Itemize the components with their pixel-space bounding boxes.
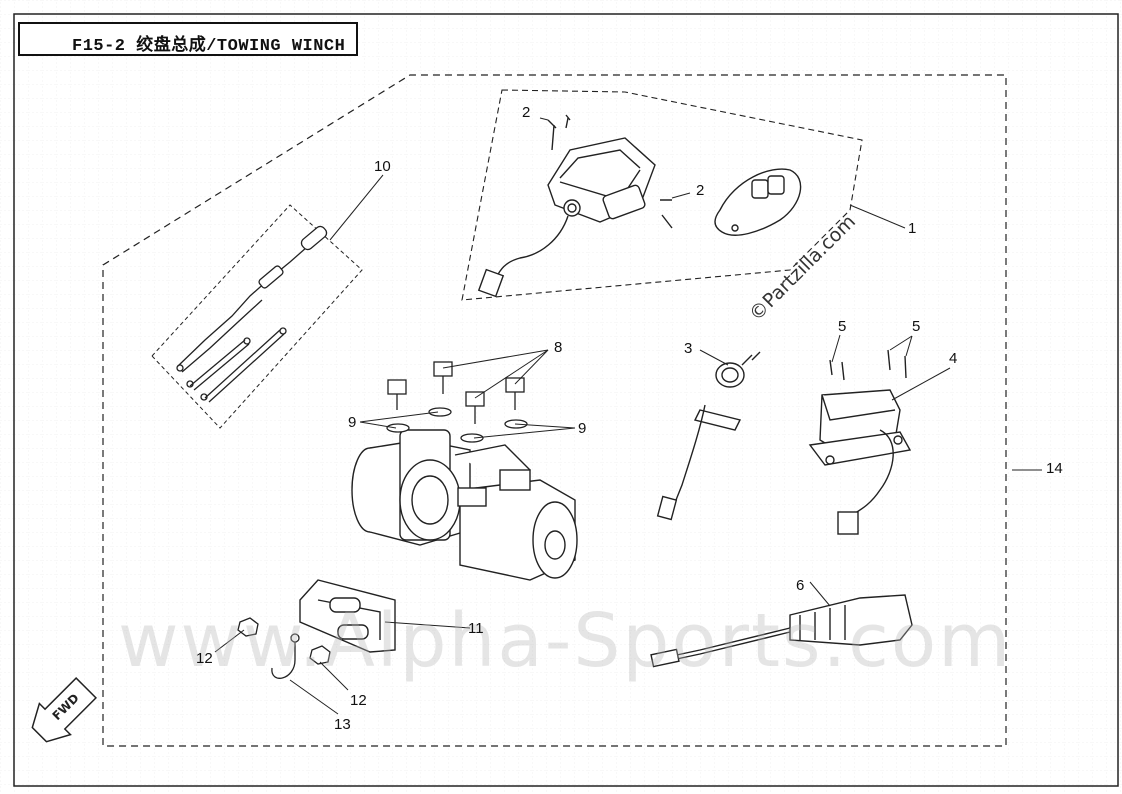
callout-12b[interactable]: 12 (350, 692, 367, 709)
callout-5b[interactable]: 5 (912, 318, 921, 335)
callout-5a[interactable]: 5 (838, 318, 847, 335)
cable-harness-drawing (176, 225, 328, 403)
winch-controller-drawing (477, 114, 802, 298)
cable-group-outline (151, 204, 363, 429)
callout-11[interactable]: 11 (468, 620, 484, 637)
watermark-alpha-sports: www.Alpha-Sports.com (118, 598, 1013, 684)
callout-2a[interactable]: 2 (522, 104, 531, 121)
callout-12a[interactable]: 12 (196, 650, 213, 667)
callout-9a[interactable]: 9 (348, 414, 357, 431)
callout-8[interactable]: 8 (554, 339, 563, 356)
winch-switch-drawing (656, 351, 761, 521)
roller-fairlead-drawing (299, 579, 396, 653)
title-box: F15-2 绞盘总成/TOWING WINCH (18, 22, 358, 56)
fwd-arrow-icon (31, 676, 98, 743)
hand-control-drawing (650, 594, 913, 668)
callout-1[interactable]: 1 (908, 220, 917, 237)
callout-3[interactable]: 3 (684, 340, 693, 357)
controller-group-outline (461, 89, 863, 301)
leader-lines (214, 117, 1042, 715)
winch-motor-drawing (351, 429, 578, 581)
callout-4[interactable]: 4 (949, 350, 958, 367)
sheet-border (13, 13, 1119, 787)
callout-10[interactable]: 10 (374, 158, 391, 175)
callout-13[interactable]: 13 (334, 716, 351, 733)
contactor-relay-drawing (808, 349, 912, 535)
callout-9b[interactable]: 9 (578, 420, 587, 437)
callout-2b[interactable]: 2 (696, 182, 705, 199)
nut-and-hook-drawing (237, 617, 331, 679)
callout-14[interactable]: 14 (1046, 460, 1063, 477)
callout-6[interactable]: 6 (796, 577, 805, 594)
assembly-outline (102, 74, 1007, 747)
bolts-and-washers-drawing (386, 361, 528, 443)
page-title: F15-2 绞盘总成/TOWING WINCH (72, 37, 346, 56)
